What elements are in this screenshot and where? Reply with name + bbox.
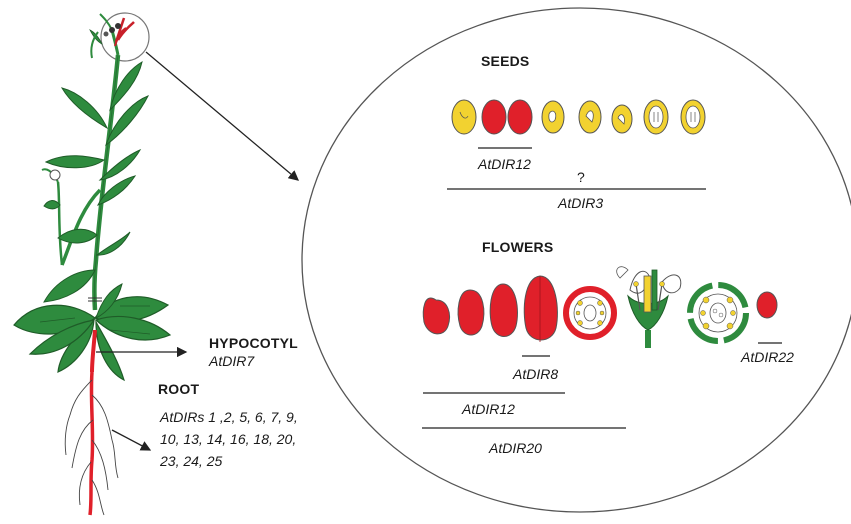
- root-arrow: [112, 430, 150, 450]
- flower-gene-dir20: AtDIR20: [489, 440, 542, 456]
- seed-gene-unknown: ?: [577, 169, 585, 185]
- zoom-ellipse: [302, 8, 851, 512]
- hypocotyl-gene: AtDIR7: [209, 353, 254, 369]
- flower-gene-dir8: AtDIR8: [513, 366, 558, 382]
- small-red-bud: [757, 292, 777, 318]
- seed-yellow: [452, 100, 476, 134]
- seed-gene-dir3: AtDIR3: [558, 195, 603, 211]
- flower-bud: [458, 290, 484, 335]
- stem-leaf: [58, 229, 97, 243]
- root-gene-list: AtDIRs 1 ,2, 5, 6, 7, 9, 10, 13, 14, 16,…: [160, 406, 340, 472]
- root-gene-line: AtDIRs 1 ,2, 5, 6, 7, 9,: [160, 406, 340, 428]
- seed-red: [508, 100, 532, 134]
- seed-red: [482, 100, 506, 134]
- root-heading: ROOT: [158, 381, 199, 397]
- stem-leaf: [46, 156, 104, 168]
- zoom-arrow: [146, 52, 298, 180]
- main-stem: [94, 55, 118, 310]
- root: [90, 372, 93, 515]
- inflorescence-circle: [101, 13, 149, 61]
- side-flower: [50, 170, 60, 180]
- seeds-heading: SEEDS: [481, 53, 529, 69]
- hypocotyl: [92, 330, 95, 372]
- hypocotyl-heading: HYPOCOTYL: [209, 335, 298, 351]
- seed-gene-dir12: AtDIR12: [478, 156, 531, 172]
- flowers-heading: FLOWERS: [482, 239, 553, 255]
- root-gene-line: 10, 13, 14, 16, 18, 20,: [160, 428, 340, 450]
- stem-leaf: [62, 88, 107, 128]
- stem-leaf: [44, 270, 95, 302]
- stem-leaf: [97, 232, 130, 255]
- flower-gene-dir12: AtDIR12: [462, 401, 515, 417]
- flower-gene-dir22: AtDIR22: [741, 349, 794, 365]
- flower-bud: [490, 284, 517, 337]
- root-gene-line: 23, 24, 25: [160, 450, 340, 472]
- flower-bud: [524, 276, 557, 340]
